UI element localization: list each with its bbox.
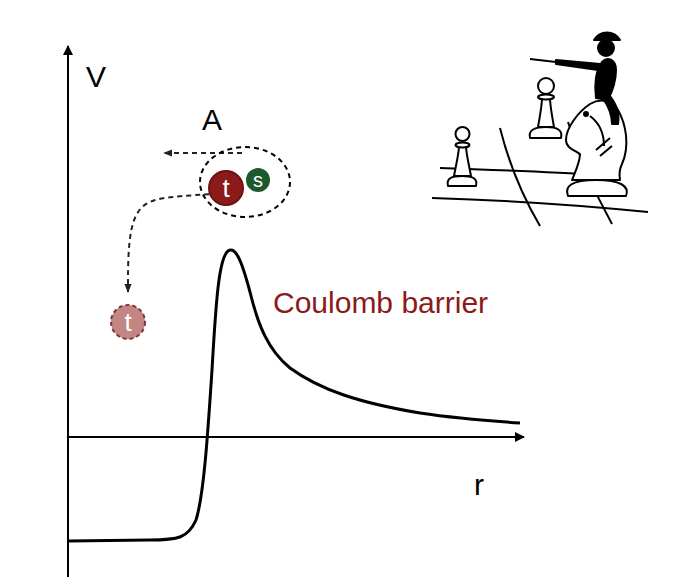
chess-illustration bbox=[432, 33, 648, 227]
x-axis bbox=[68, 436, 524, 438]
escaped-t: t bbox=[110, 304, 146, 340]
text-holder: s bbox=[246, 168, 270, 192]
escape-arrow bbox=[164, 152, 242, 154]
transfer-arrow bbox=[128, 194, 209, 292]
node-text: s bbox=[253, 170, 263, 190]
circle-shape bbox=[111, 305, 145, 339]
node-text: t bbox=[124, 309, 131, 335]
cluster-s: s bbox=[246, 168, 270, 192]
text-holder: A bbox=[202, 105, 222, 135]
barrier-label: Coulomb barrier bbox=[273, 288, 488, 318]
circle-shape bbox=[247, 169, 269, 191]
node-text: t bbox=[222, 175, 229, 201]
potential-curve bbox=[68, 250, 520, 541]
text-holder: t bbox=[208, 170, 244, 206]
axis-label: r bbox=[474, 470, 484, 500]
y-axis bbox=[67, 46, 69, 577]
cluster-t: t bbox=[208, 170, 244, 206]
axis-label: V bbox=[86, 62, 106, 92]
ellipse-shape bbox=[200, 147, 290, 217]
circle-shape bbox=[209, 171, 243, 205]
text-holder: t bbox=[110, 304, 146, 340]
node-text: A bbox=[202, 103, 222, 136]
nucleus-cluster: As t bbox=[195, 105, 295, 220]
